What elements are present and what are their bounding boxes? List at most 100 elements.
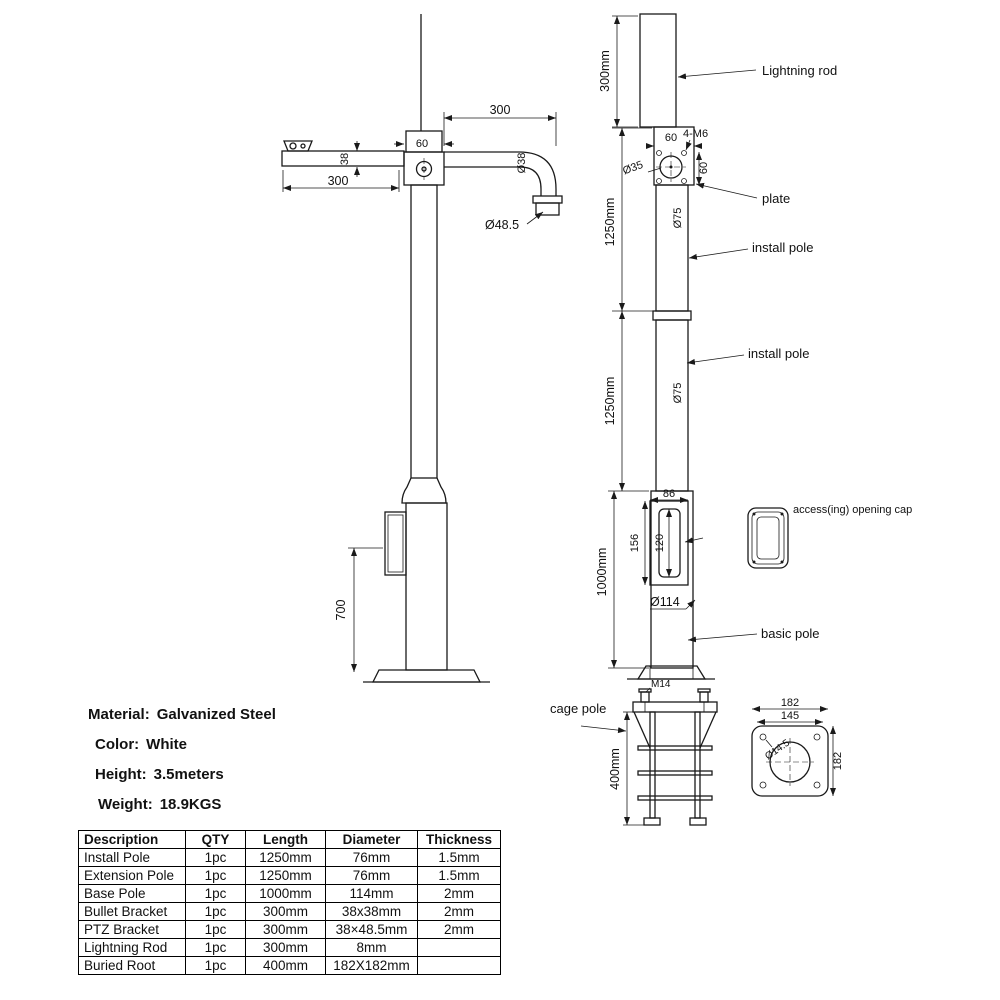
table-row: Base Pole 1pc 1000mm 114mm 2mm	[78, 884, 501, 903]
cell-length: 1250mm	[245, 848, 326, 867]
cage-foot	[643, 817, 661, 826]
weight-value: 18.9KGS	[159, 796, 222, 813]
cell-qty: 1pc	[185, 848, 246, 867]
install-pole-1-label: install pole	[752, 240, 813, 255]
material-label: Material:	[88, 706, 150, 723]
color-label: Color:	[95, 736, 140, 753]
left-elevation-view: 60 38 300 300 Ø38 Ø48.5	[281, 14, 563, 683]
dim-pole2-diameter: Ø75	[672, 383, 684, 404]
height-value: 3.5meters	[153, 766, 224, 783]
plate-bolt-hole	[813, 781, 821, 789]
dim-pole1-diameter: Ø75	[672, 208, 684, 229]
cell-thickness: 1.5mm	[417, 848, 501, 867]
table-header-row: Description QTY Length Diameter Thicknes…	[78, 830, 501, 849]
cell-description: Base Pole	[78, 884, 186, 903]
table-row: Extension Pole 1pc 1250mm 76mm 1.5mm	[78, 866, 501, 885]
cage-foot	[689, 817, 707, 826]
dim-plate-width: 60	[665, 132, 677, 144]
dim-tube-diameter: Ø38	[516, 153, 528, 174]
cell-description: Buried Root	[78, 956, 186, 975]
cell-thickness: 2mm	[417, 920, 501, 939]
cell-qty: 1pc	[185, 902, 246, 921]
cell-description: Lightning Rod	[78, 938, 186, 957]
cell-thickness	[417, 956, 501, 975]
plate-bolt-hole	[813, 733, 821, 741]
pole-elevation-view: 300mm Lightning rod 60 4-M6 Ø35 60 plate…	[595, 13, 912, 680]
cage-leg	[649, 711, 656, 819]
dim-plate-hole: Ø35	[621, 159, 645, 177]
base-plate-square	[751, 725, 829, 797]
table-row: Lightning Rod 1pc 300mm 8mm	[78, 938, 501, 957]
cell-description: Extension Pole	[78, 866, 186, 885]
cell-description: Bullet Bracket	[78, 902, 186, 921]
dim-access-height: 156	[629, 534, 641, 552]
color-line: Color: White	[88, 734, 276, 764]
table-row: Install Pole 1pc 1250mm 76mm 1.5mm	[78, 848, 501, 867]
upper-pole	[410, 184, 438, 479]
table-row: PTZ Bracket 1pc 300mm 38×48.5mm 2mm	[78, 920, 501, 939]
cage-crossbar	[637, 795, 713, 801]
dim-bolt-hole-dia: Ø14.5	[763, 737, 792, 762]
cell-qty: 1pc	[185, 938, 246, 957]
cell-length: 300mm	[245, 920, 326, 939]
color-value: White	[146, 736, 187, 753]
dim-plate-inner-145: 145	[781, 710, 799, 722]
dim-plate-height: 60	[698, 162, 710, 174]
material-value: Galvanized Steel	[156, 706, 276, 723]
base-plate-detail-view: 182 145 Ø14.5 182	[751, 697, 844, 797]
cell-diameter: 76mm	[325, 848, 418, 867]
ptz-adapter	[535, 202, 560, 216]
pole-joint	[652, 310, 692, 321]
junction-box	[384, 511, 407, 576]
cage-crossbar	[637, 745, 713, 751]
dim-access-inner: 120	[654, 534, 666, 552]
cell-length: 1000mm	[245, 884, 326, 903]
dim-tip-diameter: Ø48.5	[485, 218, 519, 232]
dim-pole2-length: 1250mm	[603, 377, 617, 426]
anchor-bolt	[640, 691, 650, 703]
cell-thickness: 1.5mm	[417, 866, 501, 885]
dim-bracket-top: 60	[416, 138, 428, 150]
install-pole-2	[655, 319, 689, 492]
dim-rod-length: 300mm	[598, 50, 612, 92]
cell-length: 300mm	[245, 902, 326, 921]
lower-pole	[405, 502, 448, 671]
dim-pole3-length: 1000mm	[595, 548, 609, 597]
cell-qty: 1pc	[185, 920, 246, 939]
install-pole-1	[655, 184, 689, 312]
plate-label: plate	[762, 191, 790, 206]
bolt-hole	[681, 178, 687, 184]
cage-pole-view: cage pole M14 400mm	[550, 679, 718, 826]
lightning-rod-label: Lightning rod	[762, 63, 837, 78]
dim-pole3-diameter: Ø114	[650, 595, 680, 609]
dim-pole1-length: 1250mm	[603, 198, 617, 247]
bullet-camera-mount	[283, 140, 313, 152]
anchor-bolt	[699, 691, 709, 703]
cell-description: Install Pole	[78, 848, 186, 867]
bolt-hole	[656, 150, 662, 156]
bolt-m14-label: M14	[651, 679, 671, 690]
dim-plate-width-182: 182	[781, 697, 799, 709]
specs-block: Material: Galvanized Steel Color: White He…	[88, 704, 276, 824]
pole-taper	[401, 477, 447, 504]
bolt-spec-label: 4-M6	[683, 128, 708, 140]
cell-qty: 1pc	[185, 884, 246, 903]
bullet-bracket-arm	[281, 150, 405, 167]
cell-diameter: 38×48.5mm	[325, 920, 418, 939]
base-flange-left-view	[371, 669, 482, 683]
header-length: Length	[245, 830, 326, 849]
height-line: Height:3.5meters	[88, 764, 276, 794]
access-cap-label: access(ing) opening cap	[793, 504, 912, 516]
cage-leg	[694, 711, 701, 819]
dim-access-width: 86	[663, 488, 675, 500]
material-line: Material: Galvanized Steel	[88, 704, 276, 734]
cell-thickness: 2mm	[417, 884, 501, 903]
ptz-arm-outer	[444, 151, 557, 196]
plate-bolt-hole	[759, 733, 767, 741]
cell-qty: 1pc	[185, 956, 246, 975]
header-description: Description	[78, 830, 186, 849]
cell-diameter: 38x38mm	[325, 902, 418, 921]
cell-diameter: 182X182mm	[325, 956, 418, 975]
